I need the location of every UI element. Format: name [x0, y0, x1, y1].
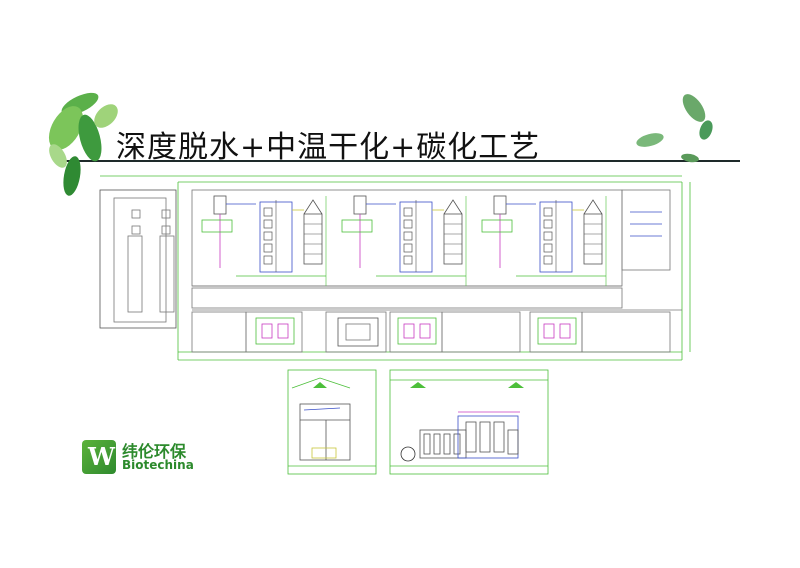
carbonizer-unit — [443, 213, 463, 265]
company-logo: W 纬伦环保 Biotechina — [82, 440, 194, 476]
logo-name-cn: 纬伦环保 — [122, 442, 187, 461]
carbonizer-unit — [303, 213, 323, 265]
logo-mark-icon: W — [82, 440, 116, 474]
leaf-cluster-top-right-icon — [636, 94, 713, 163]
title-rule — [60, 160, 740, 162]
slide-title: 深度脱水+中温干化+碳化工艺 — [116, 130, 541, 165]
logo-name-en: Biotechina — [122, 458, 194, 472]
leaf-cluster-top-left-icon — [48, 92, 118, 196]
carbonizer-unit — [583, 213, 603, 265]
dewatering-unit — [213, 195, 227, 215]
dewatering-unit — [353, 195, 367, 215]
dewatering-unit — [493, 195, 507, 215]
